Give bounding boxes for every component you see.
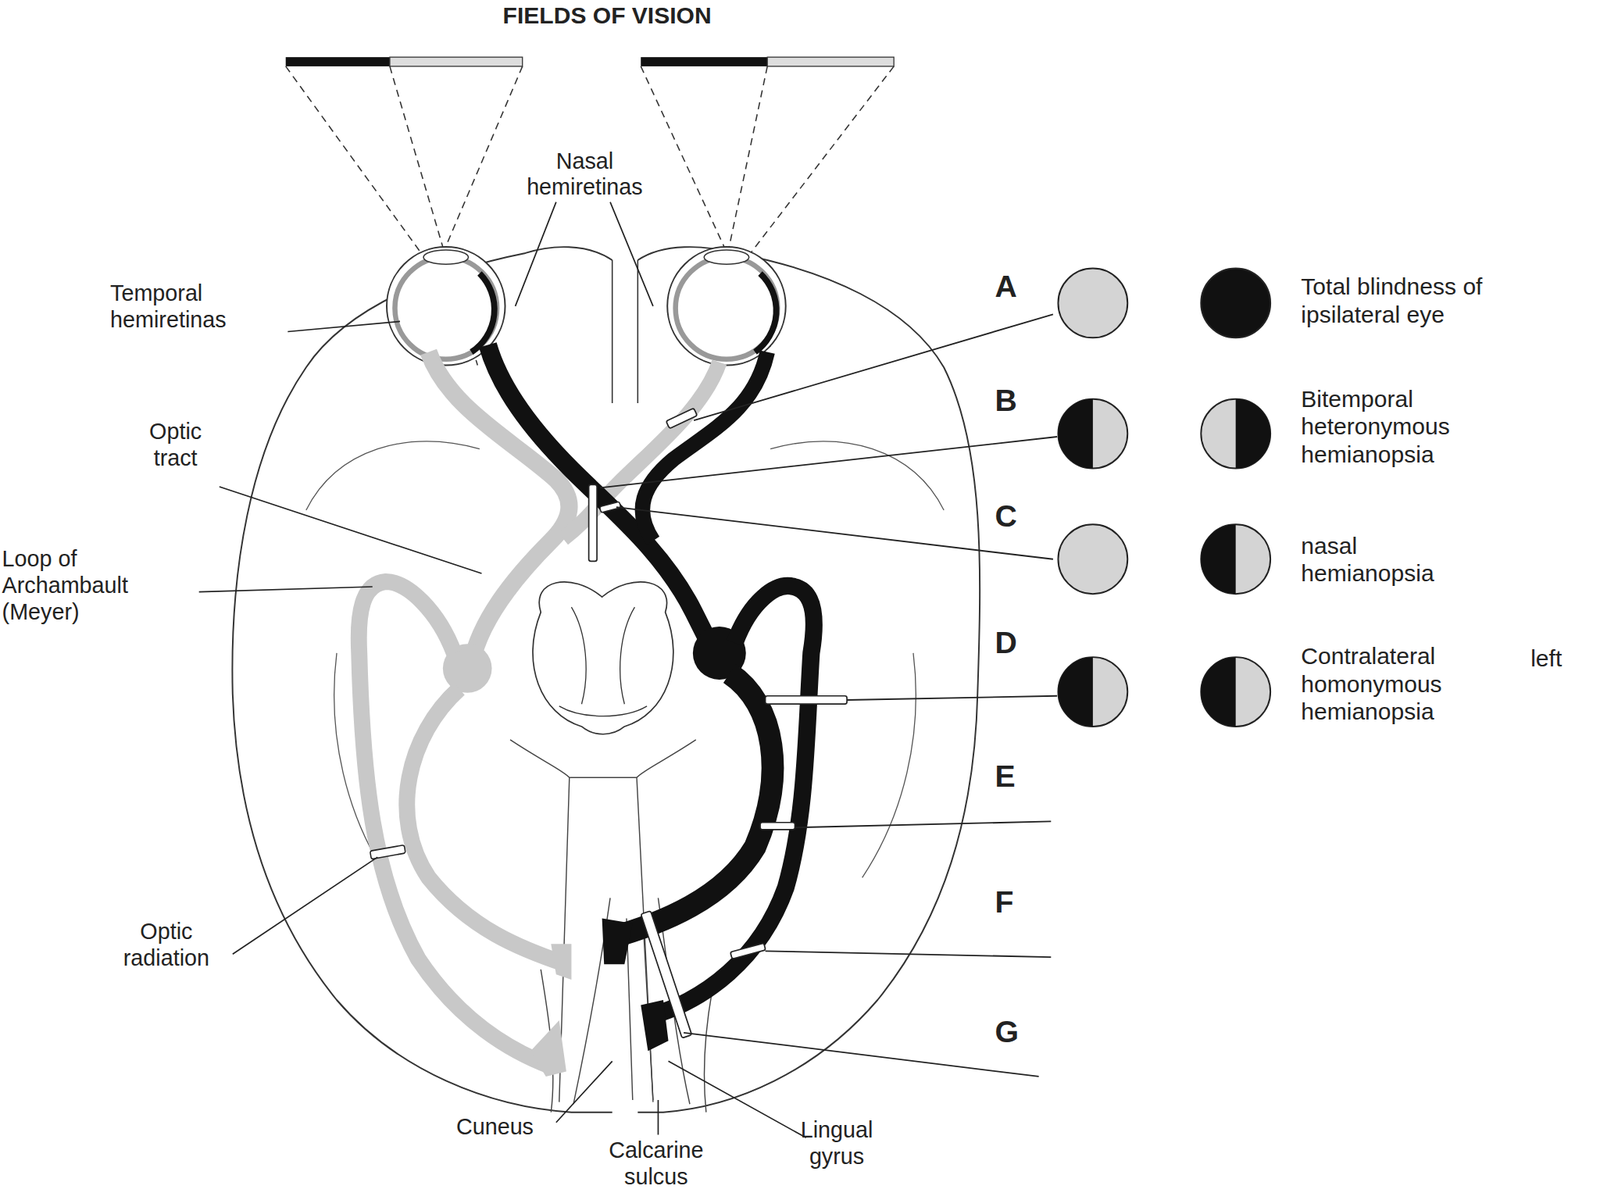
leader-line: [199, 202, 807, 1139]
structure-label: Lingual gyrus: [775, 1117, 899, 1171]
lesion-marker: [589, 484, 597, 561]
callout-letter: A: [994, 268, 1036, 305]
structure-label: Temporal hemiretinas: [110, 280, 284, 334]
lesion-marker: [640, 910, 692, 1039]
lens: [703, 250, 749, 265]
visual-field-circle: [1200, 657, 1271, 727]
lesion-marker: [730, 942, 766, 959]
deficit-label: nasal hemianopsia: [1300, 532, 1454, 589]
lesion-marker: [760, 822, 795, 830]
blind-half-field: [1057, 399, 1093, 469]
midbrain: [532, 582, 674, 735]
deficit-label: Total blindness of ipsilateral eye: [1300, 273, 1551, 329]
structure-label: Optic radiation: [100, 918, 233, 972]
optic-nerve-gray: [428, 352, 570, 664]
side-note: left: [1530, 644, 1592, 672]
visual-field-circle: [1200, 399, 1271, 469]
light-ray: [285, 66, 894, 366]
callout-letter: B: [994, 382, 1036, 419]
visual-field-circle: [1057, 268, 1128, 339]
visual-field-circle: [1200, 524, 1271, 594]
optic-nerve-black: [487, 344, 715, 653]
deficit-label: Contralateral homonymous hemianopsia: [1300, 642, 1511, 726]
visual-field-bar: [640, 57, 768, 67]
lens: [423, 250, 468, 265]
brain-outline: [637, 246, 980, 1113]
visual-field-bar: [285, 57, 390, 67]
leader-line: [600, 314, 1058, 1077]
structure-label: Calcarine sulcus: [579, 1137, 733, 1191]
visual-field-bar: [389, 57, 523, 67]
structure-label: Loop of Archambault (Meyer): [2, 546, 192, 626]
optic-radiation-gray: [407, 689, 567, 965]
optic-radiation-black: [607, 673, 773, 940]
callout-letter: F: [994, 883, 1036, 920]
retina: [675, 257, 779, 360]
diagram-title: FIELDS OF VISION: [403, 2, 811, 30]
structure-label: Optic tract: [134, 418, 216, 472]
lesion-marker: [666, 407, 698, 429]
callout-letter: C: [994, 497, 1036, 534]
midbrain-detail: [559, 607, 647, 716]
visual-field-circle: [1057, 524, 1128, 594]
nasal-retina: [471, 273, 494, 353]
visual-field-circle: [1200, 268, 1271, 339]
visual-field-circle: [1057, 399, 1128, 469]
structure-label: Nasal hemiretinas: [507, 147, 661, 201]
blind-half-field: [1200, 524, 1236, 594]
deficit-label: Bitemporal heteronymous hemianopsia: [1300, 385, 1521, 469]
visual-cortex-gray: [530, 943, 572, 1077]
eyeball: [667, 246, 786, 366]
temporal-retina: [755, 273, 777, 353]
midline-fissure: [612, 260, 639, 404]
blind-half-field: [1235, 399, 1271, 469]
callout-letter: E: [994, 757, 1036, 794]
visual-field-circle: [1057, 657, 1128, 727]
blind-half-field: [1057, 657, 1093, 727]
visual-field-bar: [767, 57, 894, 67]
callout-letter: G: [994, 1013, 1036, 1050]
callout-letter: D: [994, 624, 1036, 661]
blind-half-field: [1200, 657, 1236, 727]
retina: [394, 257, 497, 360]
structure-label: Cuneus: [439, 1114, 552, 1141]
lesion-marker: [370, 845, 407, 860]
lesion-marker: [765, 696, 847, 704]
optic-radiation-gray: [358, 581, 551, 1066]
